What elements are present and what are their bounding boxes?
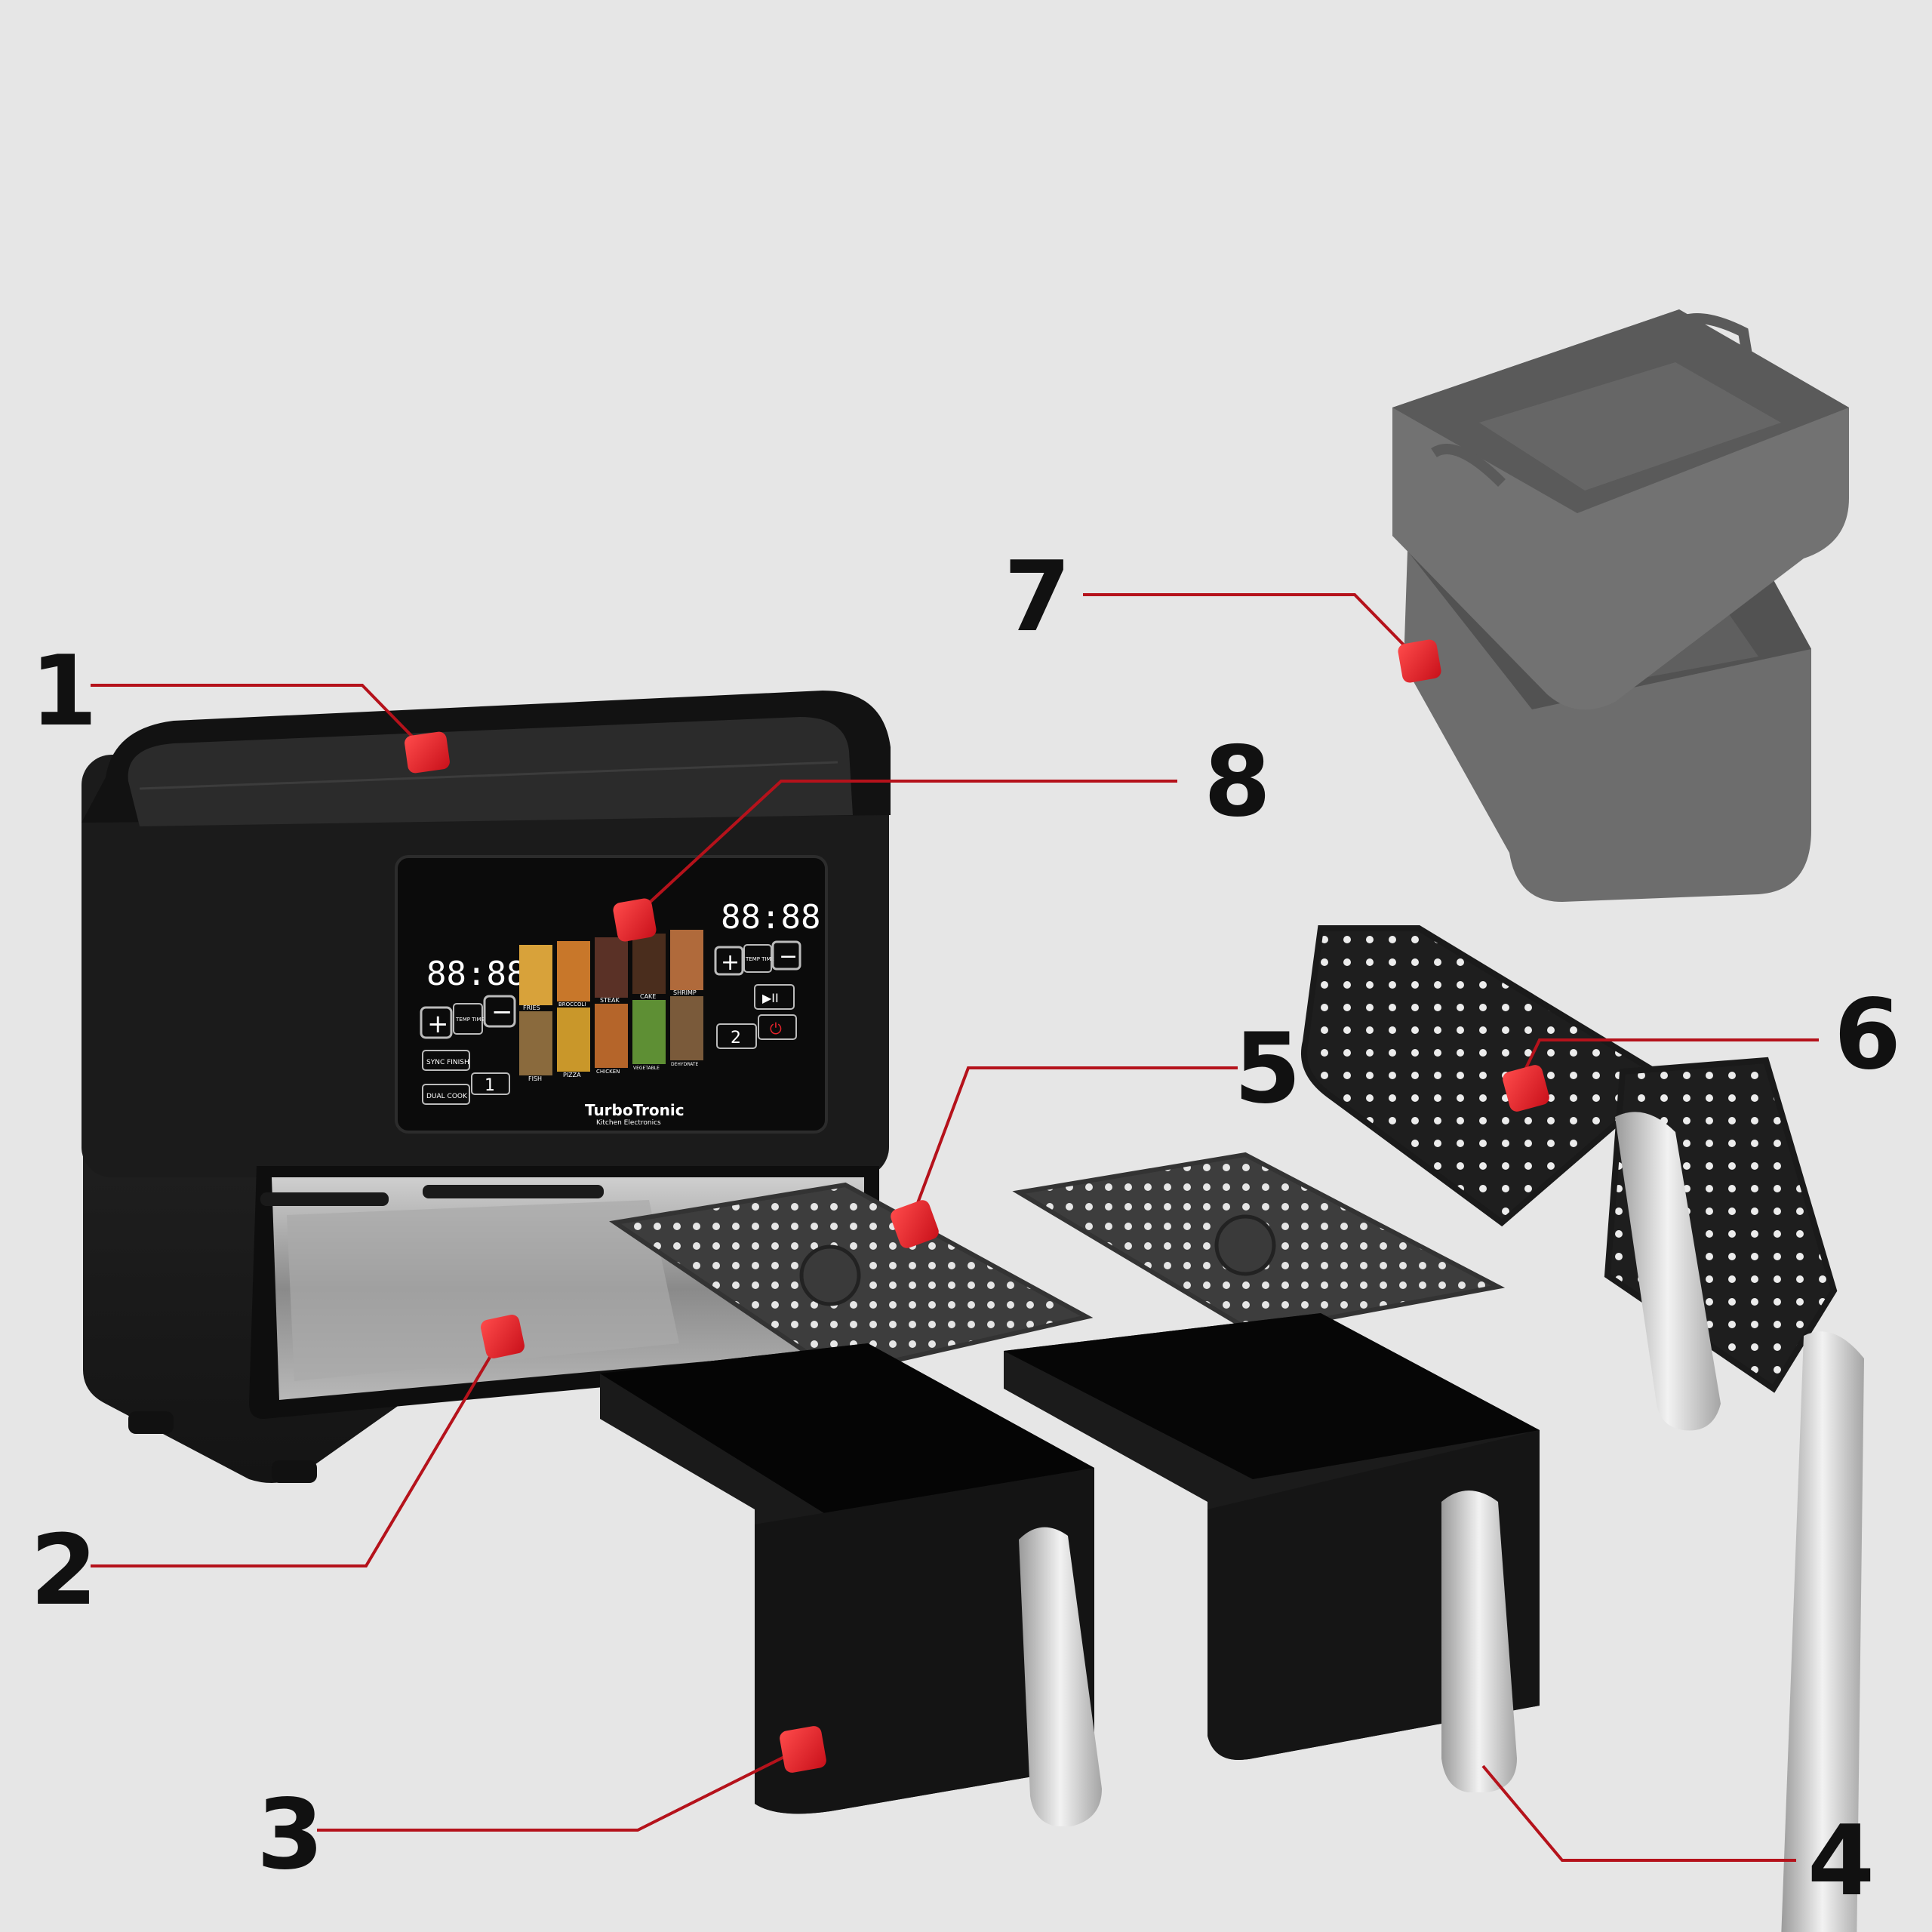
preset-chicken[interactable]: CHICKEN (596, 1069, 620, 1075)
rack-handle-upper (1615, 1112, 1721, 1431)
leader-4 (1481, 1764, 1796, 1862)
panel-controls: 88:88 88:88 + TEMP TIME − SYNC FINISH DU… (420, 898, 820, 1127)
callout-numbers: 1 2 3 4 5 6 7 8 (30, 541, 1901, 1918)
right-display: 88:88 (721, 898, 820, 937)
play-pause-label: ▶II (762, 991, 779, 1005)
marker-2 (481, 1315, 525, 1358)
preset-steak[interactable]: STEAK (600, 997, 620, 1004)
marker-1 (405, 731, 450, 774)
left-temp-time-label: TEMP TIME (455, 1017, 485, 1023)
basket-handle-right (1441, 1491, 1517, 1792)
left-minus-button[interactable] (483, 995, 516, 1028)
leader-8 (632, 780, 1177, 918)
crisper-plates (609, 1152, 1506, 1377)
brand-subtitle: Kitchen Electronics (596, 1119, 661, 1127)
zone-2-label: 2 (731, 1029, 741, 1048)
play-pause-button[interactable] (754, 984, 795, 1010)
right-minus-button[interactable] (771, 940, 801, 971)
leader-3 (317, 1746, 804, 1832)
power-button[interactable] (758, 1014, 797, 1040)
zone-1-label: 1 (485, 1076, 495, 1095)
sync-finish-label: SYNC FINISH (426, 1059, 469, 1066)
callout-markers (405, 639, 1549, 1773)
left-temp-time-button[interactable] (453, 1003, 483, 1035)
preset-broccoli[interactable]: BROCCOLI (558, 1001, 586, 1008)
baskets (600, 1313, 1540, 1826)
callout-number-5: 5 (1234, 1013, 1301, 1125)
marker-3 (780, 1726, 826, 1773)
leader-7 (1083, 593, 1420, 662)
right-temp-time-button[interactable] (743, 944, 772, 973)
rack-handle-lower (1781, 1331, 1864, 1932)
silicone-liners (1392, 309, 1849, 902)
dual-cook-label: DUAL COOK (426, 1093, 468, 1100)
callout-number-7: 7 (1004, 541, 1071, 654)
left-display: 88:88 (426, 955, 526, 993)
right-temp-time-label: TEMP TIME (745, 956, 774, 962)
power-icon: ⏻ (770, 1020, 782, 1038)
preset-fish[interactable]: FISH (528, 1075, 542, 1082)
preset-fries[interactable]: FRIES (523, 1004, 540, 1011)
left-plus-button[interactable] (420, 1006, 453, 1039)
brand-logo-text: TurboTronic (585, 1101, 685, 1119)
preset-dehydrate[interactable]: DEHYDRATE (671, 1062, 698, 1067)
dual-cook-button[interactable] (422, 1084, 470, 1105)
right-plus-button[interactable] (714, 946, 744, 976)
marker-6 (1503, 1065, 1549, 1112)
leader-1 (91, 684, 424, 749)
callout-number-3: 3 (257, 1779, 324, 1891)
callout-number-1: 1 (30, 635, 97, 748)
marker-5 (891, 1200, 939, 1248)
leader-5 (912, 1066, 1238, 1216)
callout-number-4: 4 (1807, 1805, 1875, 1918)
zone-1-button[interactable] (471, 1072, 510, 1095)
preset-cake[interactable]: CAKE (640, 993, 656, 1000)
callout-number-2: 2 (30, 1515, 97, 1627)
racks (1301, 925, 1864, 1932)
marker-7 (1398, 639, 1441, 683)
preset-shrimp[interactable]: SHRIMP (673, 989, 697, 996)
basket-handle-left (1019, 1527, 1102, 1826)
leader-2 (91, 1342, 500, 1567)
preset-grid: FRIES BROCCOLI STEAK CAKE SHRIMP FISH PI… (519, 930, 703, 1082)
marker-8 (613, 898, 657, 942)
callout-number-8: 8 (1204, 726, 1271, 838)
zone-2-button[interactable] (716, 1023, 757, 1049)
callout-number-6: 6 (1834, 979, 1901, 1091)
sync-finish-button[interactable] (422, 1050, 470, 1071)
left-minus-label: − (491, 997, 513, 1027)
preset-vegetable[interactable]: VEGETABLE (633, 1066, 660, 1071)
top-lid (128, 717, 854, 826)
left-plus-label: + (427, 1009, 449, 1039)
right-plus-label: + (721, 949, 740, 976)
preset-pizza[interactable]: PIZZA (563, 1072, 581, 1078)
right-minus-label: − (779, 943, 798, 970)
